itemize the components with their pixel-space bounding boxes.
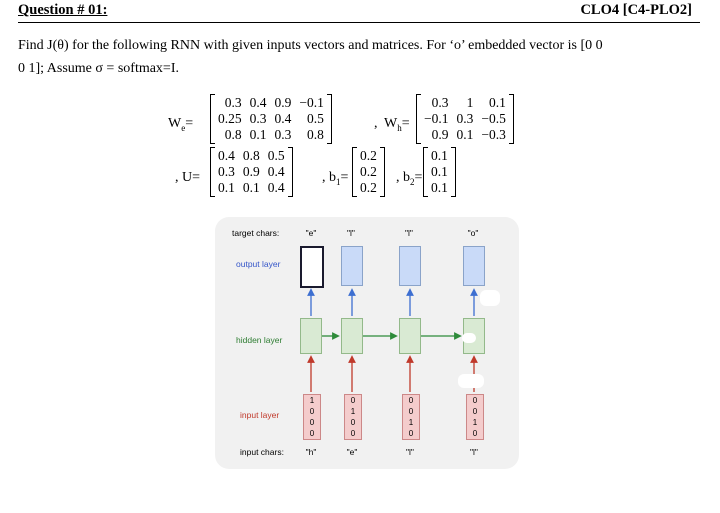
matrix-cell: 0.1 <box>431 164 448 179</box>
white-smudge <box>458 374 484 388</box>
matrix-cell: 1 <box>466 95 474 110</box>
input-chars-label: input chars: <box>240 447 284 457</box>
output-layer-label: output layer <box>236 259 281 269</box>
matrix-cell: 0.5 <box>267 148 285 163</box>
output-node <box>399 246 421 286</box>
matrix-cell: 0.4 <box>249 95 267 110</box>
output-node <box>341 246 363 286</box>
matrix-cell: 0.1 <box>242 180 260 195</box>
matrix-cell: 0.3 <box>218 164 235 179</box>
target-char: "o" <box>467 228 479 238</box>
target-char: "e" <box>305 228 317 238</box>
matrix-cell: 0.4 <box>274 111 292 126</box>
b1-label: , b1= <box>322 170 349 187</box>
white-smudge <box>480 290 500 306</box>
matrix-row: 0.4 0.8 0.5 <box>214 148 289 164</box>
matrix-cell: 0.8 <box>307 127 324 142</box>
question-number: Question # 01: <box>18 2 108 18</box>
matrix-cell: 0.1 <box>456 127 474 142</box>
clo-code: CLO4 [C4-PLO2] <box>580 2 692 18</box>
input-char: "l" <box>470 447 478 457</box>
matrix-cell: 0.3 <box>224 95 242 110</box>
hidden-node <box>300 318 322 354</box>
white-smudge <box>462 333 476 343</box>
matrix-cell: 0.3 <box>431 95 449 110</box>
matrix-cell: 0.3 <box>274 127 292 142</box>
output-node <box>300 246 324 288</box>
target-char: "l" <box>347 228 355 238</box>
question-text-line-1: Find J(θ) for the following RNN with giv… <box>18 38 603 53</box>
header-rule <box>18 22 700 23</box>
matrix-cell: 0.1 <box>218 180 235 195</box>
matrix-cell: 0.9 <box>431 127 449 142</box>
target-char: "l" <box>405 228 413 238</box>
matrix-row: −0.1 0.3 −0.5 <box>420 111 510 127</box>
u-matrix: 0.4 0.8 0.5 0.3 0.9 0.4 0.1 0.1 0.4 <box>210 147 293 197</box>
matrix-row: 0.9 0.1 −0.3 <box>420 127 510 143</box>
matrix-cell: 0.2 <box>360 148 377 163</box>
matrix-cell: 0.9 <box>274 95 292 110</box>
matrix-row: 0.25 0.3 0.4 0.5 <box>214 111 328 127</box>
matrix-cell: 0.1 <box>431 148 448 163</box>
wh-label: Wh= <box>384 116 410 133</box>
matrix-row: 0.1 <box>427 180 452 196</box>
matrix-row: 0.3 1 0.1 <box>420 95 510 111</box>
matrix-cell: 0.1 <box>489 95 506 110</box>
matrix-cell: −0.1 <box>424 111 449 126</box>
matrix-cell: 0.4 <box>218 148 235 163</box>
matrix-cell: 0.2 <box>360 180 377 195</box>
matrix-cell: 0.2 <box>360 164 377 179</box>
matrix-row: 0.1 0.1 0.4 <box>214 180 289 196</box>
matrix-row: 0.1 <box>427 164 452 180</box>
matrix-cell: 0.4 <box>267 164 285 179</box>
matrix-cell: 0.8 <box>224 127 242 142</box>
input-char: "e" <box>346 447 358 457</box>
input-layer-label: input layer <box>240 410 280 420</box>
hidden-node <box>341 318 363 354</box>
we-label: We= <box>168 116 194 133</box>
matrix-cell: 0.1 <box>431 180 448 195</box>
matrix-row: 0.2 <box>356 164 381 180</box>
matrix-cell: 0.9 <box>242 164 260 179</box>
matrix-cell: −0.5 <box>481 111 506 126</box>
matrix-cell: 0.8 <box>242 148 260 163</box>
we-comma: , <box>374 116 378 131</box>
hidden-layer-label: hidden layer <box>236 335 283 345</box>
matrix-cell: 0.5 <box>307 111 324 126</box>
input-char: "l" <box>406 447 414 457</box>
matrix-cell: −0.3 <box>481 127 506 142</box>
matrix-row: 0.2 <box>356 180 381 196</box>
question-text-line-2: 0 1]; Assume σ = softmax=I. <box>18 61 179 76</box>
matrix-cell: 0.25 <box>218 111 242 126</box>
matrix-cell: 0.4 <box>267 180 285 195</box>
u-label: , U= <box>175 170 201 185</box>
hidden-node <box>399 318 421 354</box>
matrix-cell: 0.3 <box>456 111 474 126</box>
matrix-row: 0.3 0.9 0.4 <box>214 164 289 180</box>
matrix-cell: 0.3 <box>249 111 267 126</box>
matrix-cell: −0.1 <box>299 95 324 110</box>
input-char: "h" <box>305 447 317 457</box>
matrix-row: 0.3 0.4 0.9 −0.1 <box>214 95 328 111</box>
output-node <box>463 246 485 286</box>
b2-label: , b2= <box>396 170 423 187</box>
matrix-row: 0.8 0.1 0.3 0.8 <box>214 127 328 143</box>
target-chars-label: target chars: <box>232 228 280 238</box>
matrix-cell: 0.1 <box>249 127 267 142</box>
matrix-row: 0.1 <box>427 148 452 164</box>
matrix-row: 0.2 <box>356 148 381 164</box>
